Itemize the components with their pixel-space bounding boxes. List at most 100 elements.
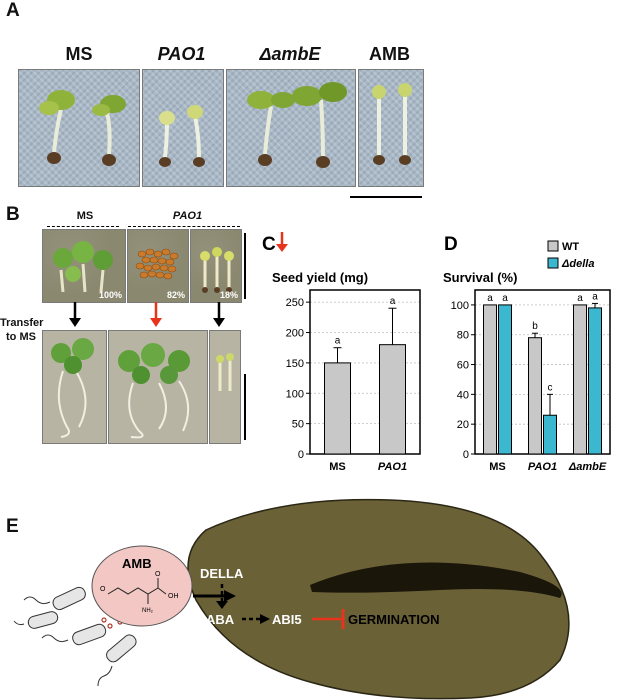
y-tick-label: 60 bbox=[457, 360, 469, 372]
seed-pile-illustration bbox=[135, 248, 179, 280]
amb-structure bbox=[107, 578, 167, 604]
bar-della bbox=[543, 414, 557, 455]
chart-d-title: Survival (%) bbox=[443, 270, 517, 285]
seedlings-illustration bbox=[216, 353, 234, 391]
arrow-della-to-aba bbox=[216, 584, 228, 609]
arrow-amb-to-della bbox=[193, 590, 236, 602]
bacterium-icon bbox=[41, 623, 107, 646]
significance-letter: a bbox=[502, 293, 508, 304]
bar bbox=[324, 362, 351, 455]
x-tick-label: MS bbox=[489, 461, 506, 472]
bar-wt bbox=[573, 304, 587, 455]
germination-label: GERMINATION bbox=[348, 612, 439, 627]
abi5-label: ABI5 bbox=[272, 612, 302, 627]
significance-letter: a bbox=[390, 296, 396, 307]
group-line-pao1 bbox=[128, 226, 240, 227]
label-ambe: ΔambE bbox=[259, 44, 321, 64]
scale-bar-b-bottom bbox=[244, 374, 246, 440]
significance-letter: a bbox=[592, 291, 598, 302]
seed-shape bbox=[187, 498, 570, 700]
group-label-pao1: PAO1 bbox=[172, 210, 203, 222]
y-tick-label: 40 bbox=[457, 389, 469, 401]
bar-wt bbox=[483, 304, 497, 455]
group-label-ms: MS bbox=[76, 210, 94, 222]
y-tick-label: 20 bbox=[457, 419, 469, 431]
photo-b-ms-transferred bbox=[42, 330, 107, 444]
photo-b-pao1-seedlings: 18% bbox=[190, 229, 242, 303]
arrow-pao1-seeds bbox=[150, 302, 162, 327]
scale-bar-a bbox=[350, 196, 422, 198]
seedlings-illustration bbox=[159, 105, 205, 167]
bar-della bbox=[498, 304, 512, 455]
significance-letter: b bbox=[532, 321, 538, 332]
significance-letter: c bbox=[548, 382, 553, 393]
y-tick-label: 50 bbox=[292, 419, 304, 431]
chem-o-top: O bbox=[155, 571, 161, 578]
seedlings-illustration bbox=[39, 90, 126, 166]
label-ms: MS bbox=[65, 44, 93, 64]
seedlings-illustration bbox=[247, 82, 347, 168]
panel-letter-a: A bbox=[6, 0, 20, 21]
transfer-arrows bbox=[69, 302, 225, 327]
y-tick-label: 100 bbox=[286, 388, 304, 400]
bar bbox=[379, 344, 406, 455]
y-tick-label: 150 bbox=[286, 358, 304, 370]
della-label: DELLA bbox=[200, 566, 244, 581]
significance-letter: a bbox=[487, 293, 493, 304]
bacterium-icon bbox=[13, 611, 59, 629]
chem-nh2: NH₂ bbox=[142, 608, 154, 614]
inhibition-abi5-germination bbox=[312, 609, 345, 629]
panel-letter-e: E bbox=[6, 516, 19, 537]
seedlings-illustration bbox=[51, 338, 94, 438]
photo-b-ms: 100% bbox=[42, 229, 126, 303]
x-tick-label: MS bbox=[329, 461, 346, 472]
amb-bubble bbox=[91, 545, 193, 627]
seedlings-illustration bbox=[118, 343, 190, 439]
x-tick-label: ΔambE bbox=[568, 461, 607, 472]
photo-b-pao1-transferred bbox=[108, 330, 208, 444]
amb-label: AMB bbox=[122, 556, 152, 571]
transfer-label: Transfer to MS bbox=[0, 316, 44, 344]
chem-oh: OH bbox=[168, 593, 179, 600]
photo-b-pao1-seeds: 82% bbox=[127, 229, 189, 303]
chem-o-left: O bbox=[100, 586, 106, 593]
y-tick-label: 80 bbox=[457, 330, 469, 342]
panel-letter-c: C bbox=[262, 234, 276, 255]
bacterium-icon bbox=[97, 634, 137, 687]
plot-frame bbox=[474, 289, 611, 455]
photo-pao1-seedlings bbox=[142, 69, 224, 187]
y-tick-label: 250 bbox=[286, 297, 304, 309]
photo-amb-seedlings bbox=[358, 69, 424, 187]
transfer-label-line2: to MS bbox=[6, 331, 36, 343]
chart-c-title: Seed yield (mg) bbox=[272, 270, 368, 285]
transfer-label-line1: Transfer bbox=[0, 317, 44, 329]
arrow-ms bbox=[69, 302, 81, 327]
bar-della bbox=[588, 307, 602, 455]
percent-pao1-seedlings: 18% bbox=[219, 290, 238, 300]
red-arrow-c bbox=[276, 232, 288, 252]
y-tick-label: 200 bbox=[286, 328, 304, 340]
percent-pao1-seeds: 82% bbox=[166, 290, 185, 300]
label-amb: AMB bbox=[369, 44, 410, 64]
panel-letter-b: B bbox=[6, 204, 20, 225]
significance-letter: a bbox=[577, 293, 583, 304]
chart-seed-yield: C Seed yield (mg) 050100150200250aMSaPAO… bbox=[262, 232, 421, 472]
seedlings-illustration bbox=[53, 241, 113, 293]
seedlings-illustration bbox=[372, 83, 412, 165]
embryo-shape bbox=[310, 562, 562, 598]
seedlings-illustration bbox=[200, 247, 234, 293]
group-line-ms bbox=[47, 226, 119, 227]
aba-label: ABA bbox=[206, 612, 235, 627]
photo-ms-seedlings bbox=[18, 69, 140, 187]
y-tick-label: 0 bbox=[463, 449, 469, 461]
panel-letter-d: D bbox=[444, 234, 458, 255]
legend-swatch bbox=[547, 257, 559, 269]
photo-b-pao1-seedlings-transferred bbox=[209, 330, 241, 444]
x-tick-label: PAO1 bbox=[528, 461, 557, 472]
bacterium-icon bbox=[23, 586, 86, 611]
x-tick-label: PAO1 bbox=[378, 461, 407, 472]
